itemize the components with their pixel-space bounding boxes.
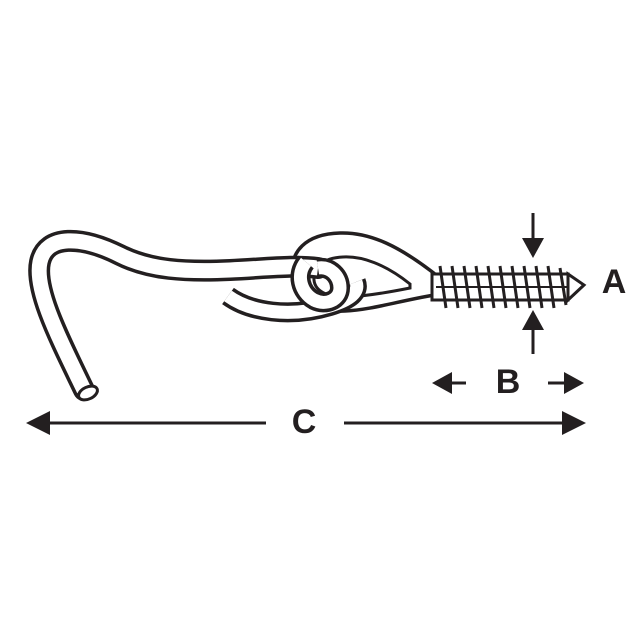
screw-shank bbox=[430, 265, 587, 309]
dimension-c-right-arrowhead bbox=[562, 411, 586, 435]
dimension-c-label: C bbox=[292, 403, 317, 441]
dimension-a-bottom-arrowhead bbox=[522, 310, 544, 330]
dimension-b bbox=[432, 372, 584, 394]
dimension-a-top-arrowhead bbox=[522, 238, 544, 258]
dimension-c-left-arrowhead bbox=[26, 411, 50, 435]
dimension-a-label: A bbox=[602, 263, 627, 301]
hook-loop-core bbox=[293, 257, 347, 309]
dimension-b-label: B bbox=[496, 363, 521, 401]
screw-tip bbox=[566, 271, 587, 304]
hook-wire-core bbox=[31, 233, 319, 394]
hook-end-cap bbox=[77, 384, 99, 402]
dimension-a bbox=[522, 213, 544, 354]
dimension-b-left-arrowhead bbox=[432, 372, 452, 394]
dimension-b-right-arrowhead bbox=[564, 372, 584, 394]
dimension-c bbox=[26, 411, 586, 435]
hook bbox=[28, 229, 367, 402]
